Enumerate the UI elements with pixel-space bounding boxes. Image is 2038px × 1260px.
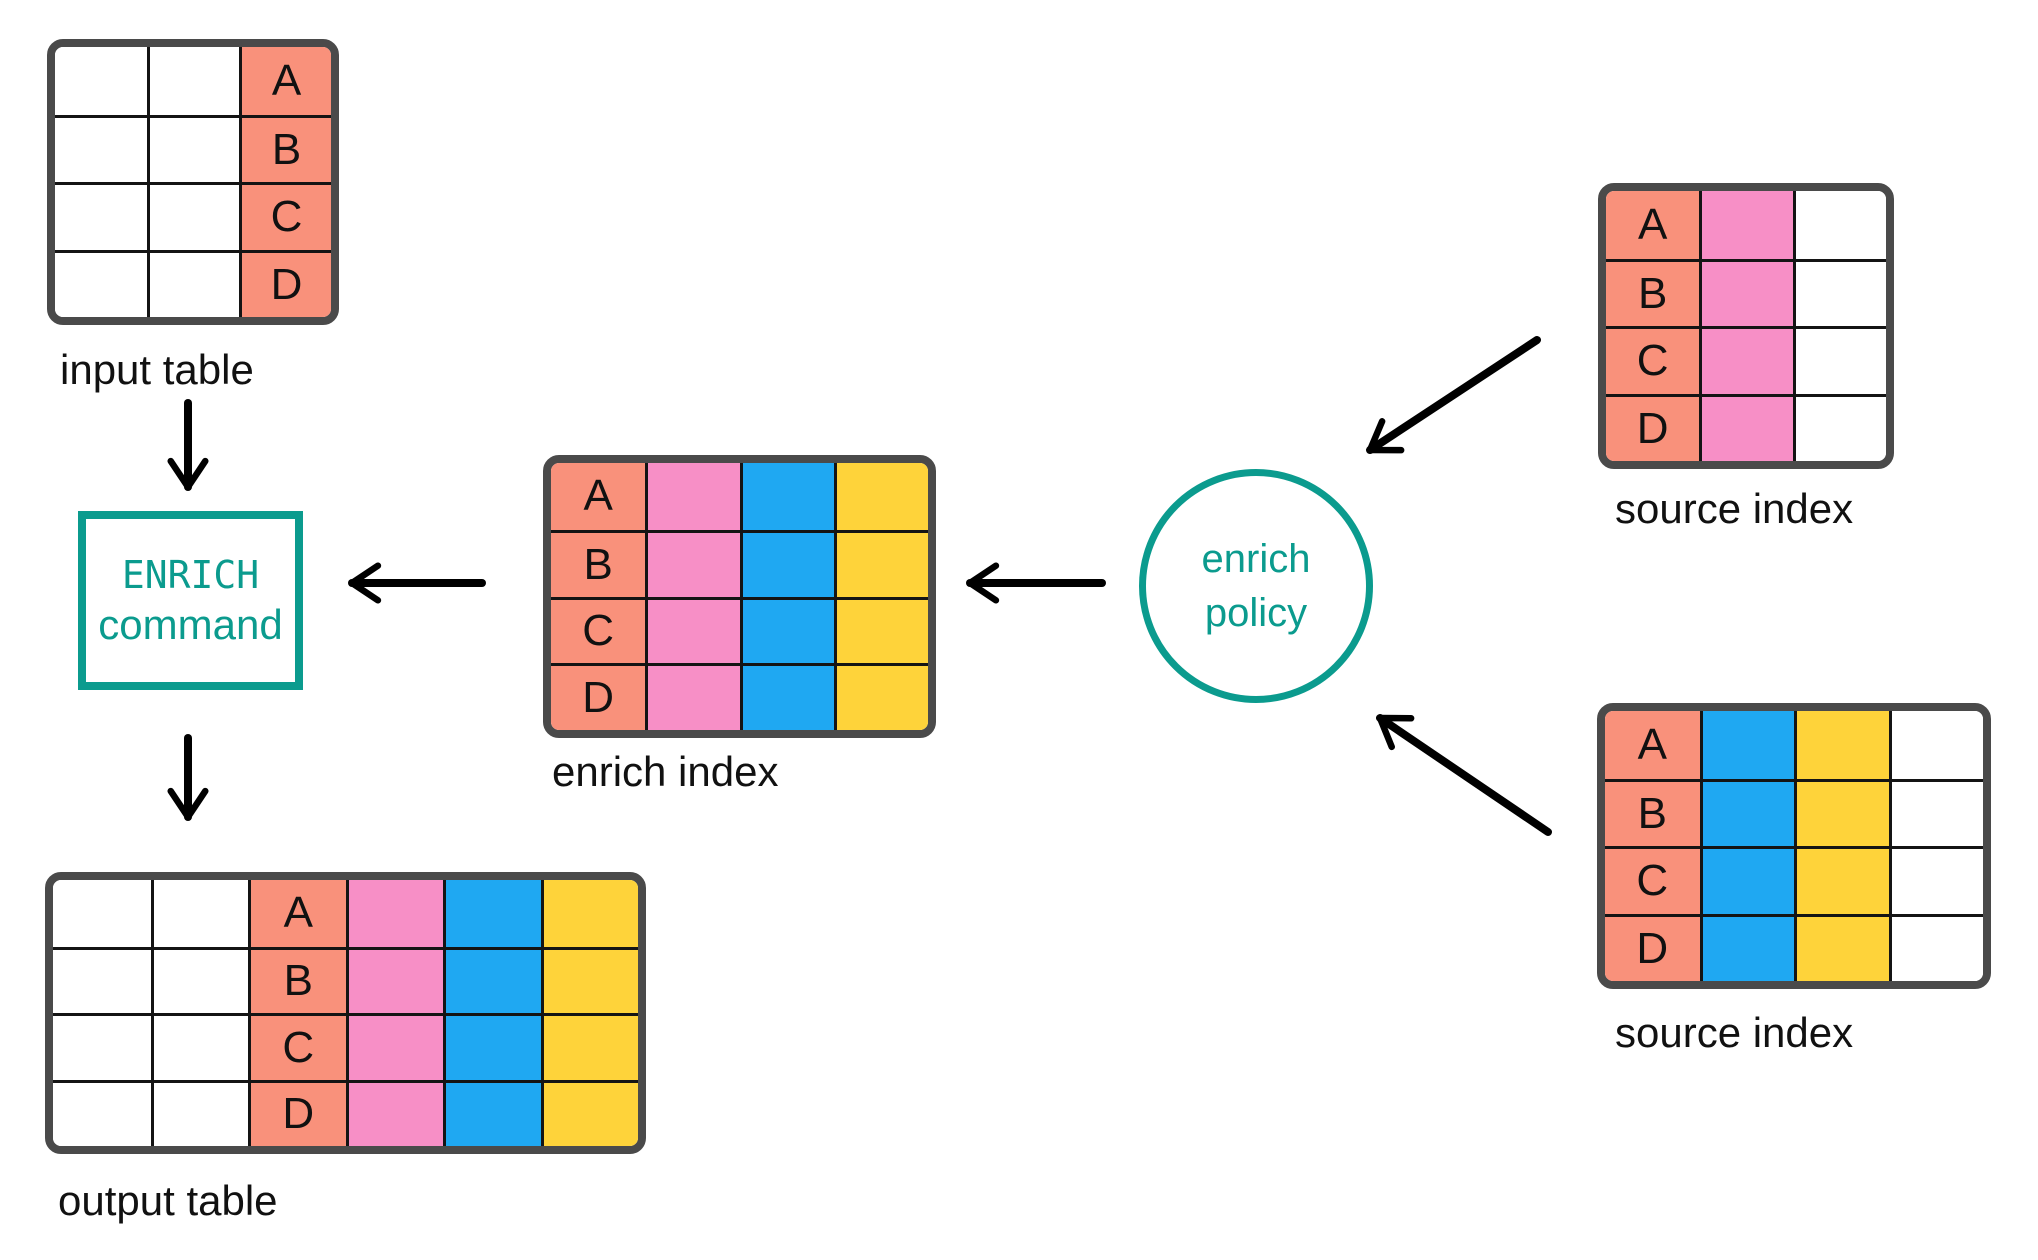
- table-cell: [833, 529, 928, 597]
- table-cell: [1699, 191, 1793, 259]
- table-cell: [1699, 326, 1793, 394]
- table-cell: [1792, 393, 1886, 461]
- table-cell: [540, 880, 638, 947]
- table-cell: [55, 114, 147, 182]
- source-index-top-label: source index: [1615, 485, 1854, 532]
- table-cell: [345, 1079, 443, 1146]
- table-cell: [150, 1013, 248, 1080]
- table-cell: [443, 1013, 541, 1080]
- table-cell: B: [1605, 778, 1700, 846]
- table-cell: D: [248, 1079, 346, 1146]
- table-cell: [147, 47, 239, 115]
- table-cell: [55, 47, 147, 115]
- input-table-label: input table: [60, 346, 254, 393]
- table-cell: [1888, 846, 1983, 914]
- table-cell: B: [239, 114, 331, 182]
- enrich-command-keyword: ENRICH: [121, 552, 260, 597]
- enrich-command-box: ENRICH command: [78, 511, 303, 690]
- enrich-policy-circle: enrich policy: [1139, 469, 1373, 703]
- table-cell: [1792, 326, 1886, 394]
- table-cell: [833, 463, 928, 530]
- table-cell: A: [239, 47, 331, 115]
- table-cell: [645, 596, 740, 664]
- table-cell: C: [1606, 326, 1700, 394]
- table-cell: D: [239, 249, 331, 317]
- table-cell: [540, 946, 638, 1013]
- arrow-source-index-bottom-to-enrich-policy: [1376, 714, 1552, 836]
- table-cell: B: [551, 529, 646, 597]
- output-table-label: output table: [58, 1177, 278, 1224]
- arrow-source-index-top-to-enrich-policy: [1366, 336, 1541, 454]
- table-cell: [833, 596, 928, 664]
- table-cell: [1888, 913, 1983, 981]
- enrich-policy-line2: policy: [1204, 591, 1308, 635]
- table-cell: B: [248, 946, 346, 1013]
- table-cell: [53, 1013, 151, 1080]
- table-cell: [739, 529, 834, 597]
- source-index-bottom-label: source index: [1615, 1009, 1854, 1056]
- table-cell: A: [1605, 711, 1700, 779]
- table-cell: [443, 946, 541, 1013]
- table-cell: [150, 880, 248, 947]
- table-cell: D: [551, 663, 646, 730]
- table-cell: [1794, 778, 1889, 846]
- table-cell: [147, 114, 239, 182]
- table-cell: [540, 1079, 638, 1146]
- table-cell: C: [239, 182, 331, 250]
- table-cell: [345, 880, 443, 947]
- table-cell: [150, 946, 248, 1013]
- table-cell: [1792, 191, 1886, 259]
- table-cell: [1888, 711, 1983, 779]
- table-cell: [1888, 778, 1983, 846]
- table-cell: C: [1605, 846, 1700, 914]
- table-cell: [1794, 846, 1889, 914]
- table-cell: [345, 1013, 443, 1080]
- table-cell: [645, 663, 740, 730]
- table-cell: [1794, 913, 1889, 981]
- table-cell: [1699, 846, 1794, 914]
- table-cell: [147, 249, 239, 317]
- table-cell: D: [1606, 393, 1700, 461]
- table-cell: [1794, 711, 1889, 779]
- table-cell: [645, 529, 740, 597]
- table-cell: A: [551, 463, 646, 530]
- table-cell: [1699, 393, 1793, 461]
- table-cell: D: [1605, 913, 1700, 981]
- table-cell: [345, 946, 443, 1013]
- enrich-policy-line1: enrich: [1201, 537, 1311, 581]
- table-cell: [443, 880, 541, 947]
- table-cell: [53, 880, 151, 947]
- table-cell: [443, 1079, 541, 1146]
- table-cell: [55, 182, 147, 250]
- table-cell: A: [1606, 191, 1700, 259]
- table-cell: [147, 182, 239, 250]
- enrich-command-word: command: [98, 600, 283, 648]
- table-cell: [833, 663, 928, 730]
- table-cell: [1699, 711, 1794, 779]
- table-cell: [540, 1013, 638, 1080]
- table-cell: [1792, 258, 1886, 326]
- table-cell: [739, 463, 834, 530]
- table-cell: [739, 596, 834, 664]
- table-cell: C: [248, 1013, 346, 1080]
- table-cell: [1699, 258, 1793, 326]
- table-cell: B: [1606, 258, 1700, 326]
- table-cell: [53, 1079, 151, 1146]
- table-cell: [55, 249, 147, 317]
- table-cell: [150, 1079, 248, 1146]
- table-cell: A: [248, 880, 346, 947]
- table-cell: [1699, 778, 1794, 846]
- table-cell: C: [551, 596, 646, 664]
- enrich-index-label: enrich index: [552, 748, 779, 795]
- table-cell: [1699, 913, 1794, 981]
- table-cell: [739, 663, 834, 730]
- table-cell: [53, 946, 151, 1013]
- table-cell: [645, 463, 740, 530]
